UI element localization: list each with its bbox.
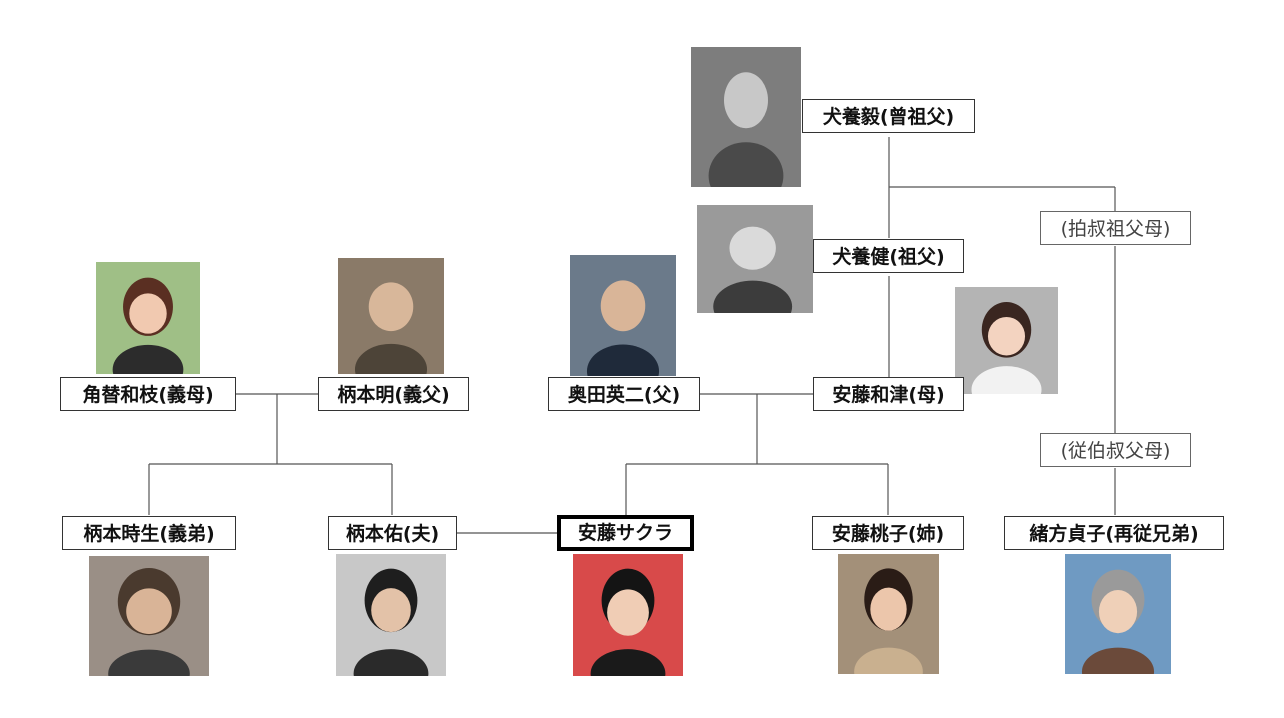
portrait-ogata-sadako (1065, 554, 1171, 674)
portrait-inukai-tsuyoshi (691, 47, 801, 187)
person-icon (854, 568, 923, 674)
person-icon (971, 301, 1042, 394)
name-emoto-tasuku: 柄本佑(夫) (328, 516, 457, 550)
portrait-okuda-eiji (570, 255, 676, 376)
portrait-ando-momoko (838, 554, 939, 674)
portrait-emoto-tasuku (336, 554, 446, 676)
relation-great-grand-uncle-aunt: (拍叔祖父母) (1040, 211, 1191, 245)
person-icon (108, 568, 190, 676)
name-ogata-sadako: 緒方貞子(再従兄弟) (1004, 516, 1224, 550)
person-icon (586, 280, 660, 376)
name-ando-sakura: 安藤サクラ (557, 515, 694, 551)
person-icon (590, 568, 666, 676)
person-icon (708, 72, 784, 187)
person-icon (1081, 569, 1155, 674)
portrait-ando-sakura (573, 554, 683, 676)
name-inukai-ken: 犬養健(祖父) (813, 239, 964, 273)
name-okuda-eiji: 奥田英二(父) (548, 377, 700, 411)
person-icon (112, 277, 184, 374)
relation-first-cousin-once-removed: (従伯叔父母) (1040, 433, 1191, 467)
name-emoto-tokio: 柄本時生(義弟) (62, 516, 236, 550)
portrait-inukai-ken (697, 205, 813, 313)
name-emoto-akira: 柄本明(義父) (318, 377, 469, 411)
person-icon (354, 282, 428, 374)
name-kado-kazue: 角替和枝(義母) (60, 377, 236, 411)
portrait-emoto-tokio (89, 556, 209, 676)
name-inukai-tsuyoshi: 犬養毅(曾祖父) (802, 99, 975, 133)
person-icon (713, 226, 793, 313)
name-ando-kazu: 安藤和津(母) (813, 377, 964, 411)
person-icon (353, 568, 429, 676)
name-ando-momoko: 安藤桃子(姉) (812, 516, 964, 550)
portrait-ando-kazu (955, 287, 1058, 394)
portrait-emoto-akira (338, 258, 444, 374)
portrait-kado-kazue (96, 262, 200, 374)
